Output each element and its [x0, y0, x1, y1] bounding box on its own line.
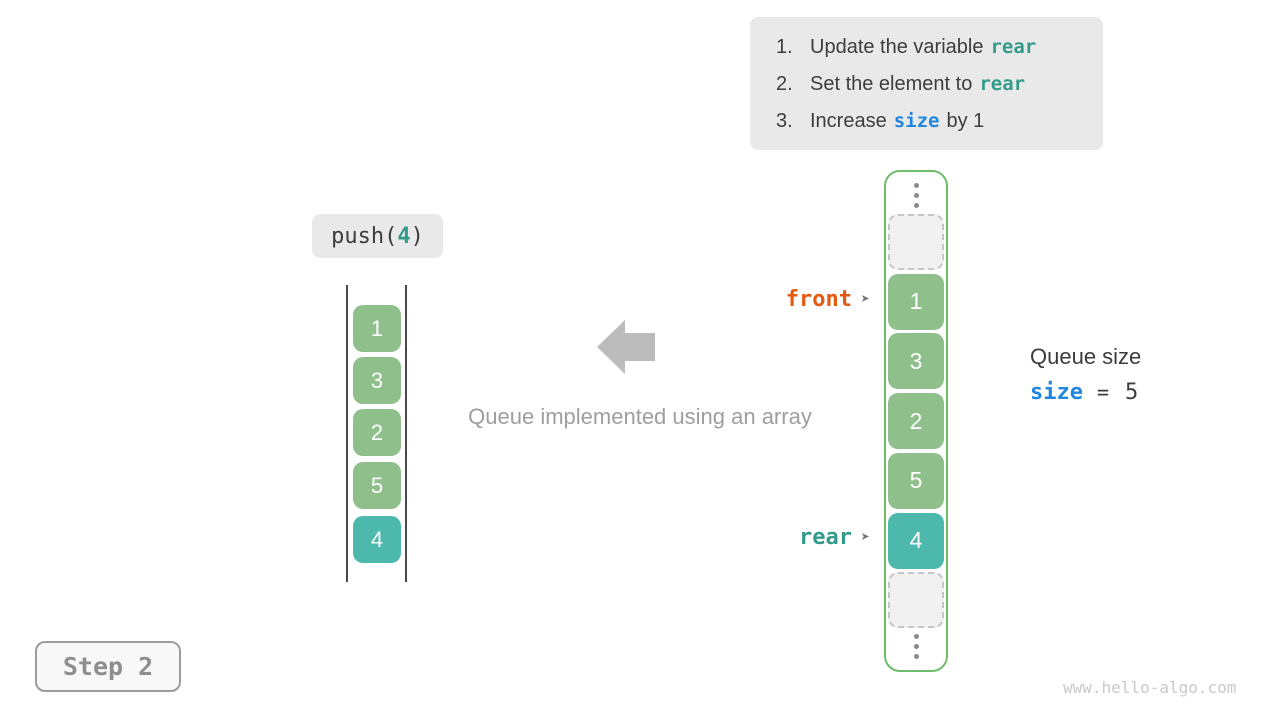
left-block-arrow-icon [597, 320, 655, 374]
rear-pointer-label: rear [798, 524, 852, 550]
front-pointer-label: front [785, 286, 852, 312]
stack-cell: 3 [353, 357, 401, 404]
code-token-size: size [893, 110, 940, 132]
stack-cell-new: 4 [353, 516, 401, 563]
size-value: 5 [1125, 380, 1139, 405]
stack-cell: 2 [353, 409, 401, 456]
array-cell: 2 [888, 393, 944, 449]
size-variable: size [1030, 380, 1083, 405]
array-column: 1 3 2 5 4 [884, 170, 948, 672]
code-token-rear: rear [979, 73, 1026, 95]
vertical-ellipsis-icon [913, 632, 919, 661]
queue-stack: 1 3 2 5 4 [346, 285, 407, 582]
array-cell-empty [888, 213, 944, 270]
step-badge: Step 2 [35, 641, 181, 692]
equals-sign: = [1096, 380, 1110, 404]
instruction-number: 2. [776, 73, 793, 95]
instruction-number: 1. [776, 36, 793, 58]
array-cell: 3 [888, 333, 944, 390]
operation-argument: 4 [397, 223, 411, 249]
front-pointer: front ➤ [718, 285, 870, 313]
array-cell-empty [888, 572, 944, 629]
right-arrowhead-icon: ➤ [860, 528, 870, 546]
code-token-rear: rear [990, 36, 1037, 58]
queue-size-value-line: size = 5 [1030, 380, 1138, 405]
operation-badge: push(4) [312, 214, 443, 258]
operation-suffix: ) [410, 223, 424, 249]
instruction-number: 3. [776, 110, 793, 132]
rear-pointer: rear ➤ [718, 523, 870, 551]
queue-size-title: Queue size [1030, 344, 1142, 369]
stack-cell: 1 [353, 305, 401, 352]
array-cell-new: 4 [888, 512, 944, 569]
array-cell: 1 [888, 273, 944, 330]
operation-prefix: push( [331, 223, 398, 249]
vertical-ellipsis-icon [913, 181, 919, 210]
diagram-caption: Queue implemented using an array [468, 404, 812, 429]
array-cell: 5 [888, 452, 944, 509]
stack-cell: 5 [353, 462, 401, 509]
right-arrowhead-icon: ➤ [860, 290, 870, 308]
watermark: www.hello-algo.com [1063, 678, 1237, 697]
